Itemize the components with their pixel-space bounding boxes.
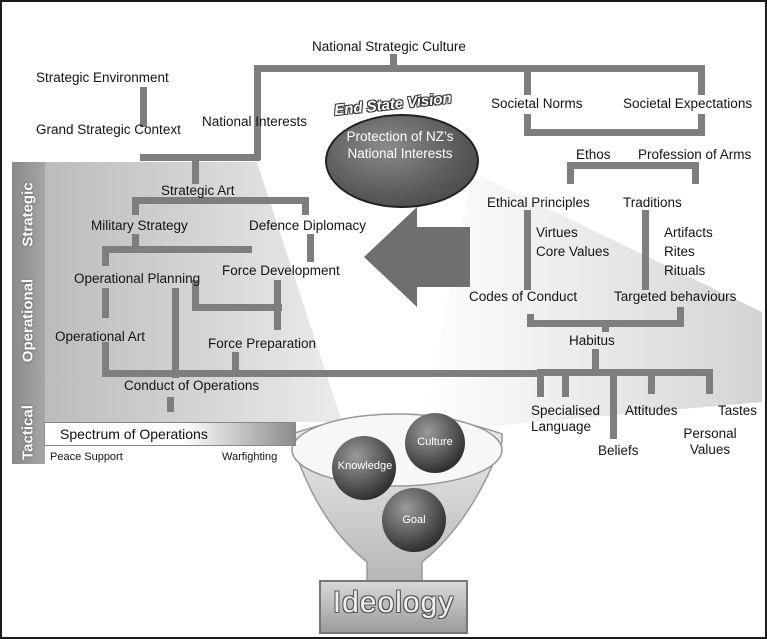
connector <box>172 288 179 378</box>
connector <box>307 234 314 262</box>
connector <box>102 246 109 266</box>
connector <box>302 197 309 215</box>
connector <box>537 369 712 376</box>
attitudes: Attitudes <box>625 403 678 418</box>
ethical-principles: Ethical Principles <box>487 195 590 210</box>
societal-norms: Societal Norms <box>491 96 583 111</box>
end-state-vision-ellipse <box>325 114 479 208</box>
connector <box>692 162 699 184</box>
connector <box>524 129 705 136</box>
ideology-label: Ideology <box>332 586 455 619</box>
connector <box>102 288 109 318</box>
level-band <box>12 162 45 464</box>
connector <box>567 162 699 169</box>
conduct-of-operations: Conduct of Operations <box>124 378 260 393</box>
connector <box>192 154 199 184</box>
rituals: Rituals <box>664 263 706 278</box>
habitus: Habitus <box>569 333 615 348</box>
connector <box>274 280 281 330</box>
direction-arrow <box>364 207 470 307</box>
operational-planning: Operational Planning <box>74 271 201 286</box>
operational-art: Operational Art <box>55 329 146 344</box>
connector <box>132 197 139 215</box>
connector <box>232 352 239 372</box>
connector <box>537 369 544 397</box>
codes-of-conduct: Codes of Conduct <box>469 289 578 304</box>
connector <box>677 307 684 327</box>
spectrum-of-operations: Spectrum of Operations <box>60 426 208 442</box>
force-preparation: Force Preparation <box>208 336 317 351</box>
connector <box>192 280 199 310</box>
peace-support: Peace Support <box>50 451 123 463</box>
connector <box>698 114 705 136</box>
goal-ball <box>382 488 446 552</box>
connector <box>524 114 531 136</box>
force-development: Force Development <box>222 263 340 278</box>
connector <box>102 246 252 253</box>
connector <box>167 397 174 412</box>
connector <box>192 304 282 311</box>
connector <box>254 65 704 72</box>
national-strategic-culture: National Strategic Culture <box>312 39 466 54</box>
virtues: Virtues <box>536 225 578 240</box>
defence-diplomacy: Defence Diplomacy <box>249 218 367 233</box>
national-interests: National Interests <box>202 114 308 129</box>
connector <box>132 197 307 204</box>
connector <box>524 65 531 95</box>
connector <box>592 349 599 375</box>
connector <box>602 320 609 332</box>
targeted-behaviours: Targeted behaviours <box>614 289 737 304</box>
traditions: Traditions <box>623 195 682 210</box>
connector <box>567 162 574 184</box>
culture-label: Culture <box>417 436 453 448</box>
connector <box>610 369 617 439</box>
ethos: Ethos <box>576 147 611 162</box>
grand-strategic-context: Grand Strategic Context <box>36 122 181 137</box>
connector <box>102 370 542 377</box>
connector <box>648 369 655 394</box>
connector <box>390 54 397 70</box>
military-strategy: Military Strategy <box>91 218 188 233</box>
connector <box>140 154 260 161</box>
connector <box>698 65 705 95</box>
spectrum-of-operations-bar <box>44 422 296 446</box>
connector <box>254 65 261 160</box>
connector <box>140 87 147 127</box>
level-strategic: Strategic <box>19 182 37 247</box>
connector <box>132 234 139 252</box>
connector <box>524 210 531 290</box>
personal-values: Personal Values <box>683 426 737 457</box>
strategic-environment: Strategic Environment <box>36 70 169 85</box>
connector <box>706 369 713 394</box>
artifacts: Artifacts <box>664 225 713 240</box>
warfighting: Warfighting <box>222 451 278 463</box>
connector <box>642 210 649 290</box>
funnel-rim <box>291 413 503 487</box>
knowledge-ball <box>332 436 396 500</box>
right-light-cone <box>422 172 762 432</box>
level-operational: Operational <box>19 278 37 363</box>
strategic-art: Strategic Art <box>161 183 235 198</box>
core-values: Core Values <box>536 244 610 259</box>
connector <box>562 369 569 397</box>
goal-label: Goal <box>402 514 426 526</box>
beliefs: Beliefs <box>598 443 639 458</box>
end-state-vision-text: Protection of NZ’s National Interests <box>346 129 454 161</box>
profession-of-arms: Profession of Arms <box>638 147 752 162</box>
rites: Rites <box>664 244 695 259</box>
level-tactical: Tactical <box>19 405 37 460</box>
connector <box>102 342 109 376</box>
societal-expectations: Societal Expectations <box>623 96 753 111</box>
tastes: Tastes <box>718 403 758 418</box>
knowledge-label: Knowledge <box>337 460 393 472</box>
ideology-box <box>319 580 468 634</box>
specialised-language: Specialised Language <box>531 403 601 434</box>
culture-ball <box>405 413 465 473</box>
